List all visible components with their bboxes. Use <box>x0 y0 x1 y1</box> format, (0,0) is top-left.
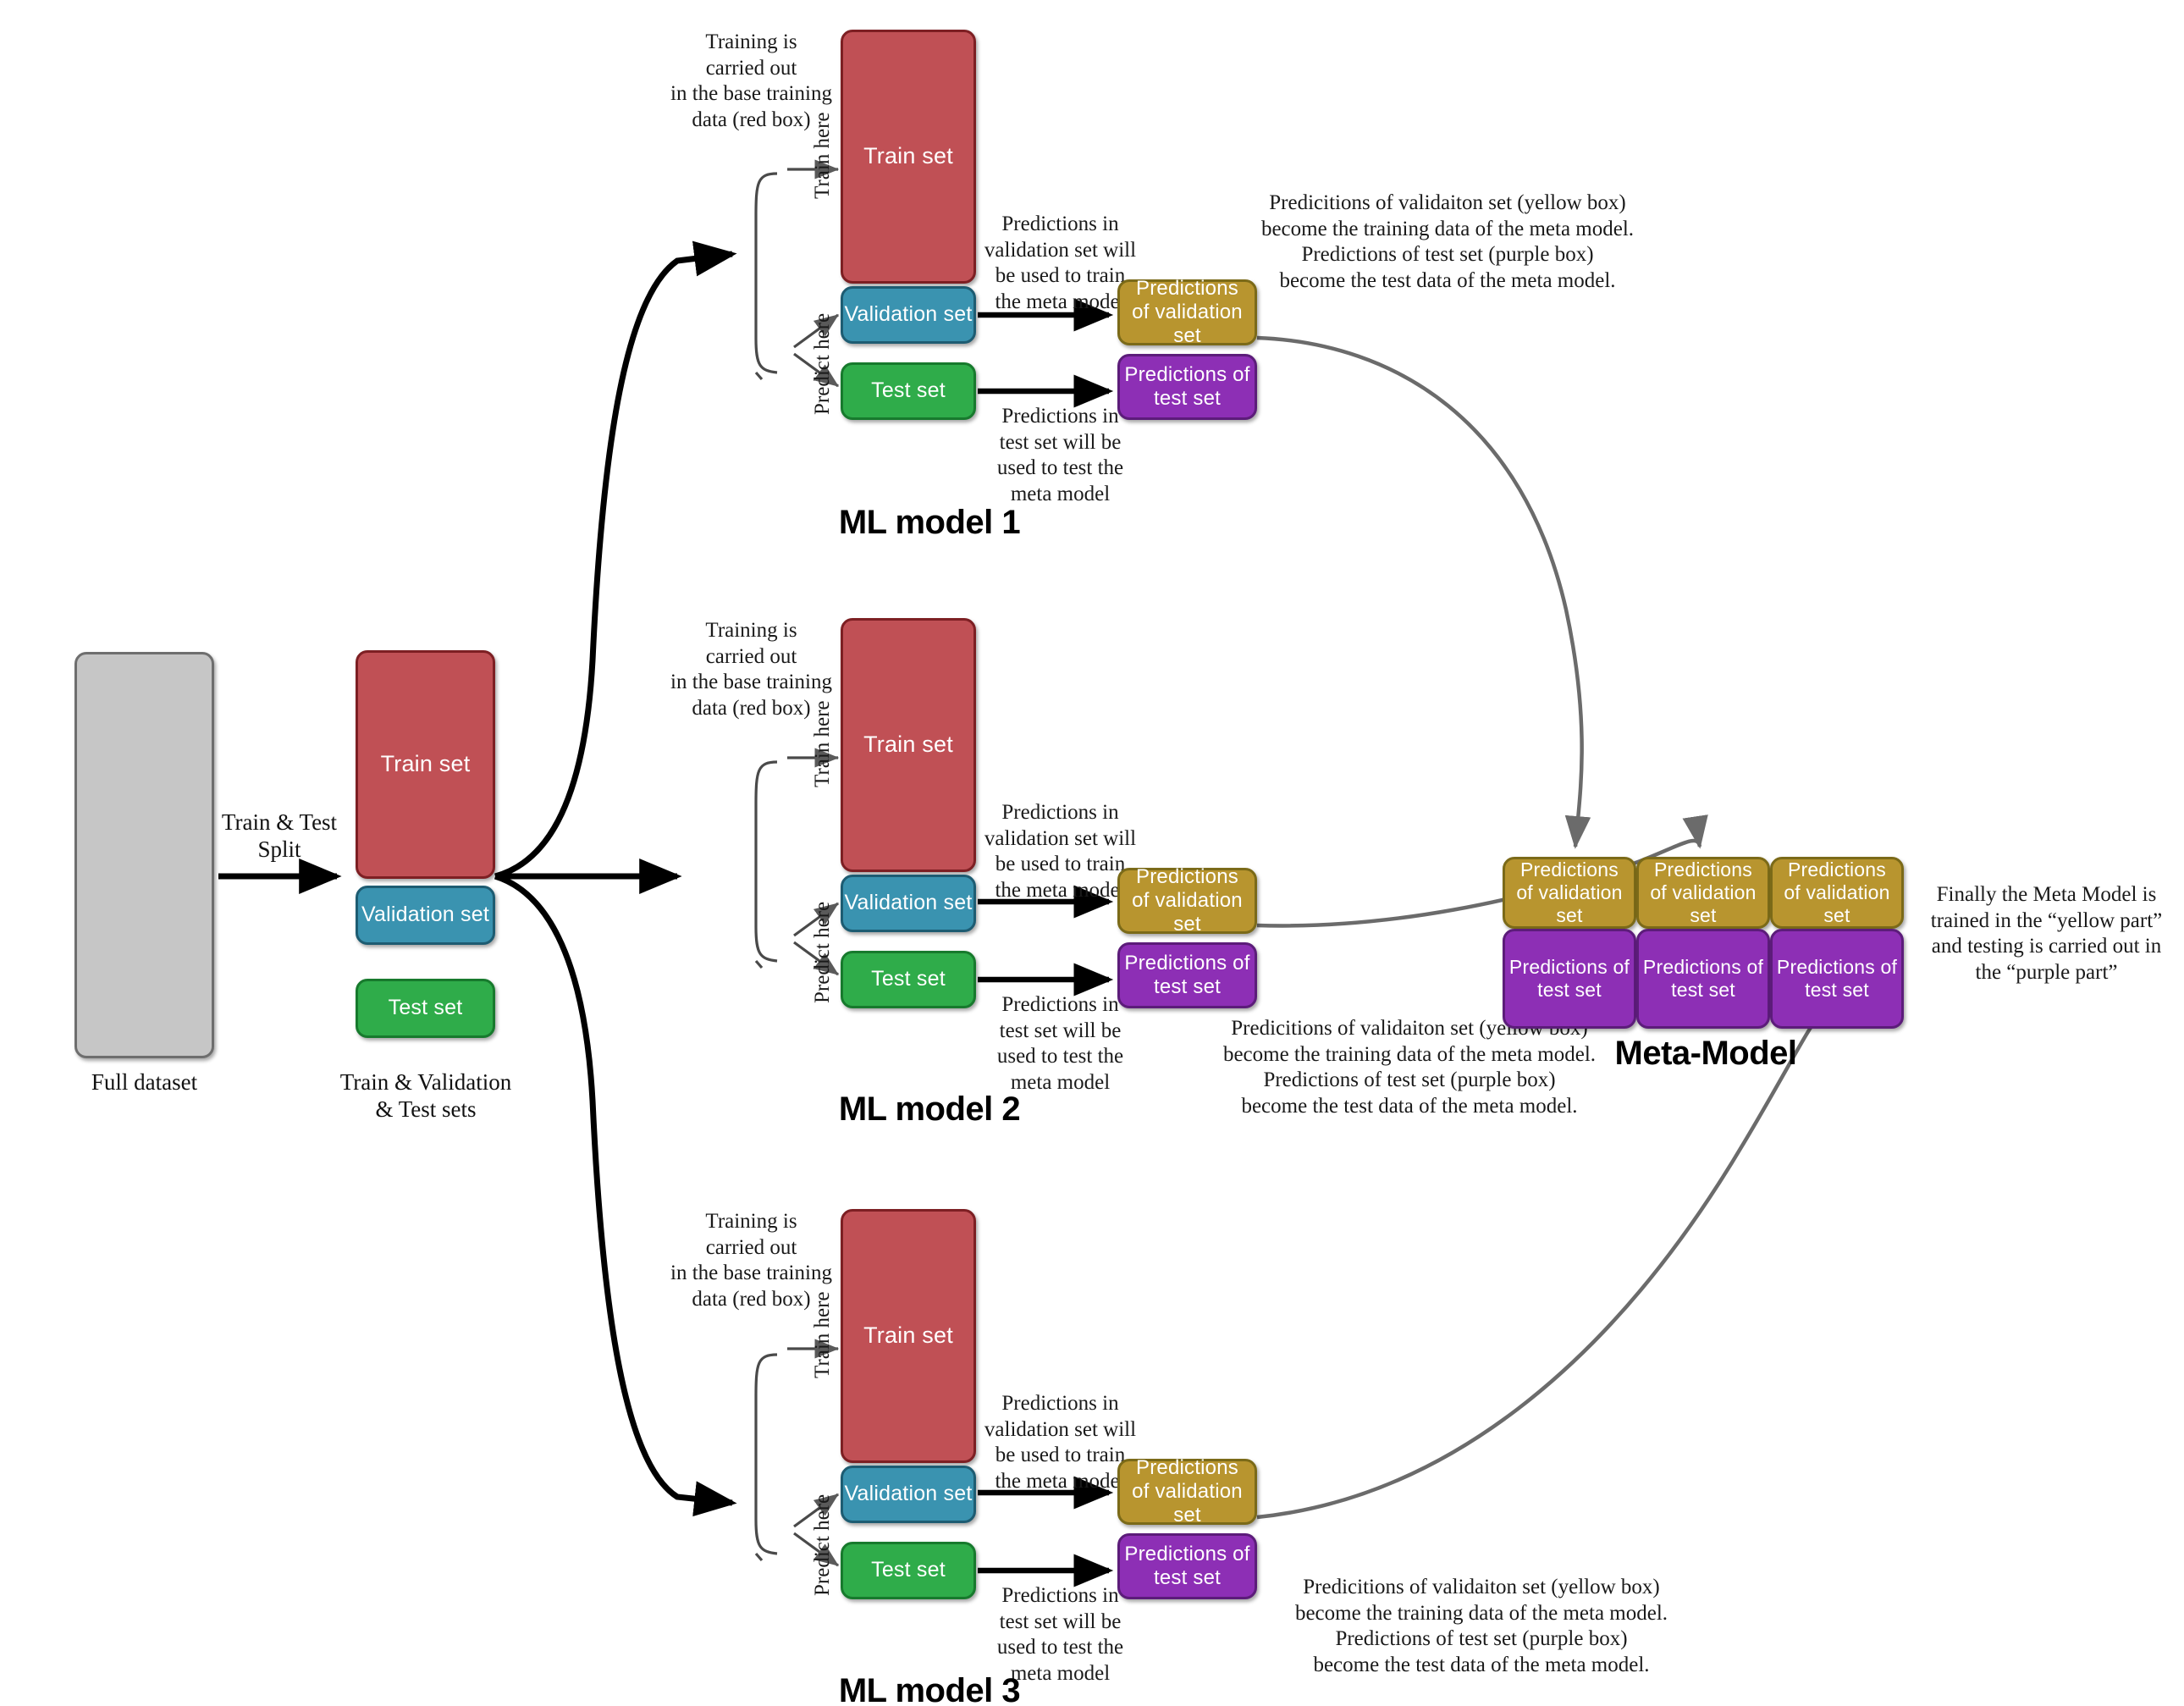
model1-meta-note: Predicitions of validaiton set (yellow b… <box>1260 191 1635 292</box>
model2-validation-set-label: Validation set <box>844 891 973 915</box>
split-arrow-label: Train & Test Split <box>221 809 338 863</box>
model1-validation-arrow-note: Predictions in validation set will be us… <box>984 213 1137 313</box>
source-validation-set-box: Validation set <box>356 886 495 945</box>
model3-train-here-label: Train here <box>811 1291 834 1378</box>
model3-predictions-test-label: Predictions of test set <box>1124 1542 1250 1589</box>
model2-predictions-validation-box: Predictions of validation set <box>1117 864 1257 936</box>
model1-validation-set-label: Validation set <box>844 302 973 327</box>
meta-model-title: Meta-Model <box>1614 1035 1798 1072</box>
model1-predict-here-label: Predict here <box>811 312 834 415</box>
model2-predictions-validation-label: Predictions of validation set <box>1132 864 1243 936</box>
model2-predict-here-label: Predict here <box>811 901 834 1003</box>
meta-validation-cell-3-label: Predictions of validation set <box>1784 858 1890 927</box>
model2-validation-set-box: Validation set <box>841 875 976 932</box>
meta-validation-cell-1: Predictions of validation set <box>1503 857 1636 929</box>
model3-predictions-validation-box: Predictions of validation set <box>1117 1455 1257 1527</box>
fanout-arrows <box>494 240 737 1517</box>
model1-training-note: Training is carried out in the base trai… <box>670 30 832 131</box>
model3-output-arrows <box>978 1476 1114 1587</box>
model3-meta-note: Predicitions of validaiton set (yellow b… <box>1294 1576 1668 1676</box>
source-train-set-label: Train set <box>380 751 471 777</box>
meta-test-cell-1-label: Predictions of test set <box>1508 955 1630 1001</box>
meta-test-cell-2-label: Predictions of test set <box>1642 955 1764 1001</box>
model2-test-set-label: Test set <box>871 967 946 991</box>
source-split-caption: Train & Validation & Test sets <box>339 1069 512 1123</box>
model3-validation-arrow-note: Predictions in validation set will be us… <box>984 1392 1137 1493</box>
model1-train-here-label: Train here <box>811 112 834 199</box>
model3-title: ML model 3 <box>838 1672 1021 1706</box>
model1-predictions-test-label: Predictions of test set <box>1124 362 1250 410</box>
source-validation-set-label: Validation set <box>361 903 490 927</box>
model1-title: ML model 1 <box>838 504 1021 541</box>
model1-test-set-label: Test set <box>871 378 946 403</box>
model1-test-arrow-note: Predictions in test set will be used to … <box>996 405 1124 505</box>
model3-test-set-box: Test set <box>841 1542 976 1599</box>
meta-test-cell-3: Predictions of test set <box>1770 929 1904 1029</box>
model2-test-set-box: Test set <box>841 951 976 1008</box>
model3-predictions-test-box: Predictions of test set <box>1117 1533 1257 1599</box>
source-train-set-box: Train set <box>356 650 495 879</box>
model3-predict-here-label: Predict here <box>811 1493 834 1596</box>
model3-test-set-label: Test set <box>871 1558 946 1582</box>
meta-test-cell-2: Predictions of test set <box>1636 929 1770 1029</box>
model2-output-arrows <box>978 885 1114 997</box>
model2-train-set-box: Train set <box>841 618 976 872</box>
model1-output-arrows <box>978 298 1114 408</box>
full-dataset-caption: Full dataset <box>91 1069 198 1095</box>
model3-validation-set-label: Validation set <box>844 1482 973 1506</box>
model1-predictions-test-box: Predictions of test set <box>1117 354 1257 420</box>
model1-predictions-validation-box: Predictions of validation set <box>1117 277 1257 347</box>
meta-validation-cell-1-label: Predictions of validation set <box>1516 858 1623 927</box>
model2-predictions-test-label: Predictions of test set <box>1124 951 1250 998</box>
model1-train-set-box: Train set <box>841 30 976 284</box>
meta-model-note: Finally the Meta Model is trained in the… <box>1930 883 2163 984</box>
meta-test-cell-1: Predictions of test set <box>1503 929 1636 1029</box>
model2-test-arrow-note: Predictions in test set will be used to … <box>996 993 1124 1094</box>
model3-predictions-validation-label: Predictions of validation set <box>1132 1455 1243 1527</box>
model2-validation-arrow-note: Predictions in validation set will be us… <box>984 801 1137 902</box>
source-test-set-box: Test set <box>356 979 495 1038</box>
model2-train-set-label: Train set <box>863 732 953 758</box>
model2-predictions-test-box: Predictions of test set <box>1117 942 1257 1008</box>
model3-test-arrow-note: Predictions in test set will be used to … <box>996 1584 1124 1685</box>
model3-train-set-box: Train set <box>841 1209 976 1463</box>
model3-training-note: Training is carried out in the base trai… <box>670 1210 832 1311</box>
model2-training-note: Training is carried out in the base trai… <box>670 619 832 720</box>
model1-validation-set-box: Validation set <box>841 286 976 344</box>
model1-test-set-box: Test set <box>841 362 976 420</box>
model3-validation-set-box: Validation set <box>841 1466 976 1523</box>
meta-test-cell-3-label: Predictions of test set <box>1776 955 1898 1001</box>
meta-validation-cell-3: Predictions of validation set <box>1770 857 1904 929</box>
model1-predictions-validation-label: Predictions of validation set <box>1132 276 1243 348</box>
model3-train-set-label: Train set <box>863 1322 953 1349</box>
meta-validation-cell-2: Predictions of validation set <box>1636 857 1770 929</box>
full-dataset-box <box>74 652 214 1058</box>
source-test-set-label: Test set <box>388 996 463 1020</box>
meta-validation-cell-2-label: Predictions of validation set <box>1650 858 1757 927</box>
model2-train-here-label: Train here <box>811 700 834 787</box>
model1-train-set-label: Train set <box>863 143 953 169</box>
model2-title: ML model 2 <box>838 1090 1021 1128</box>
